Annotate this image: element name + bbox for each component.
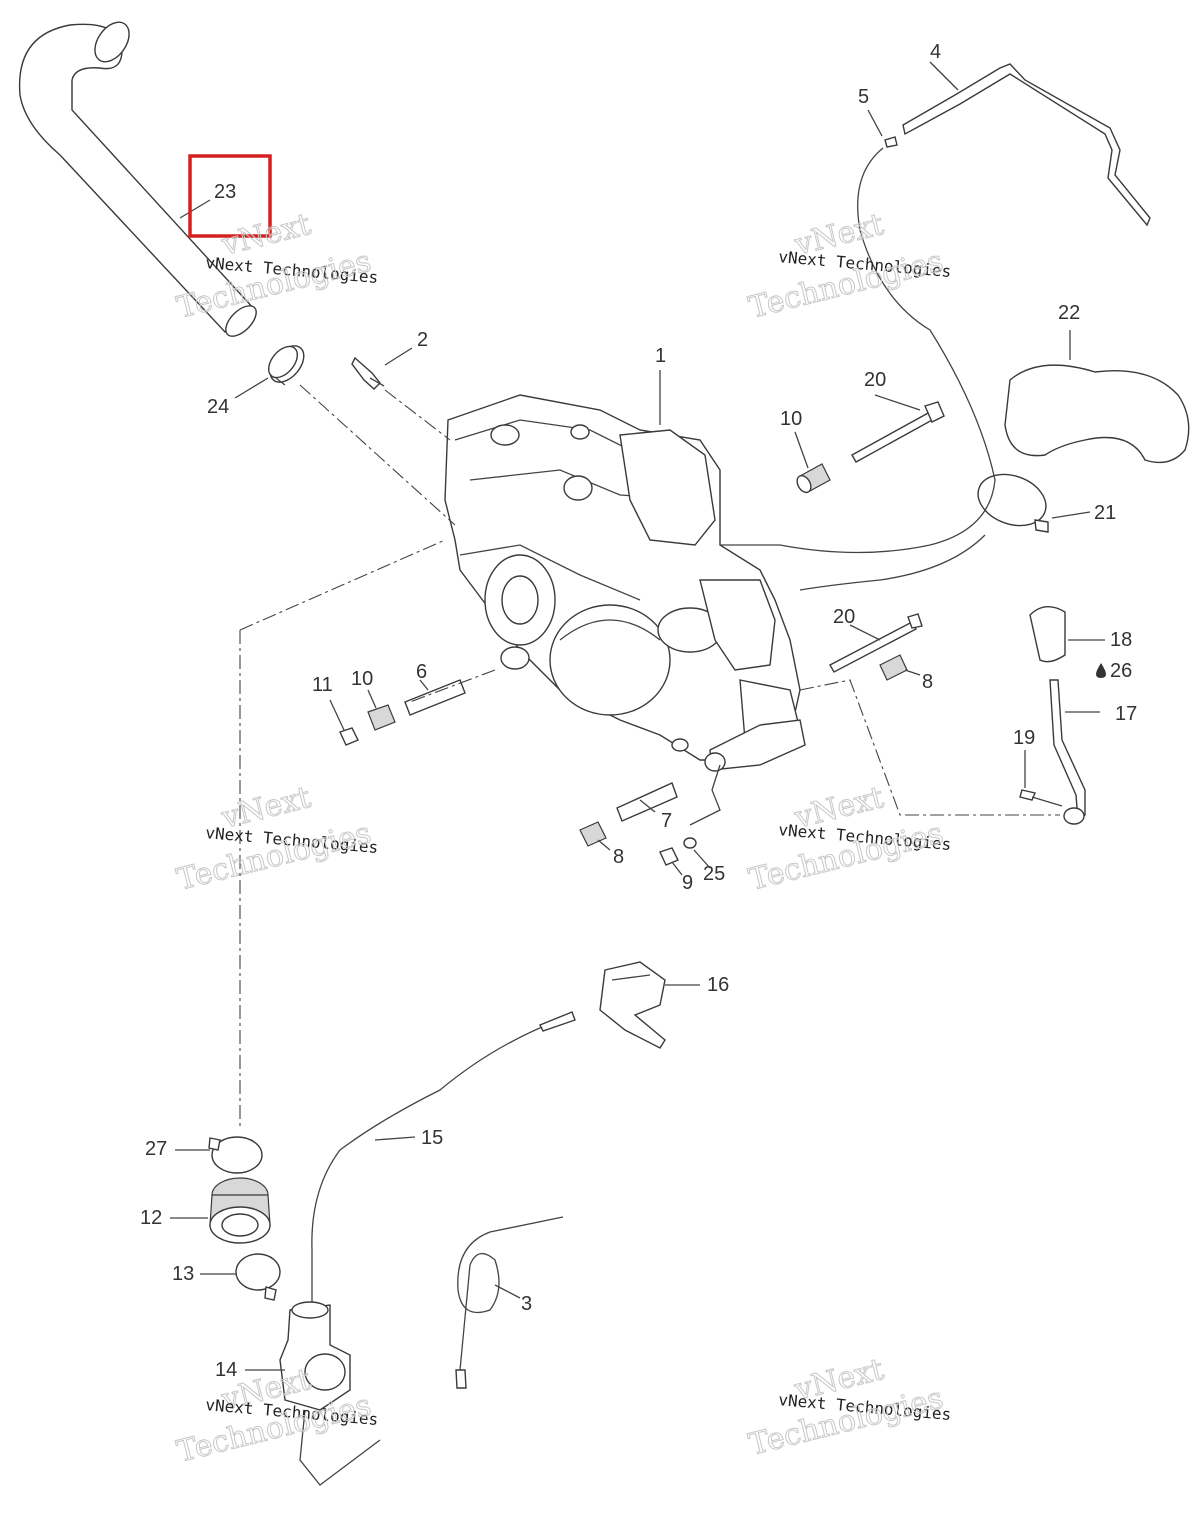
callout-5: 5 [858,86,869,108]
part-16-throttle-housing [599,961,666,1049]
callout-23: 23 [214,181,236,203]
part-9-nut [659,847,679,866]
watermark-top-left: vNext vNext Technologies Technologies [173,207,379,327]
part-10-bushing-left [367,704,396,731]
callout-11: 11 [312,674,333,696]
part-23-intake-tube [18,21,257,337]
callout-24: 24 [207,396,229,418]
part-5-fitting [884,136,898,148]
callout-21: 21 [1094,502,1116,524]
part-27-clamp [208,1136,263,1174]
watermark-bottom-right: vNext vNext Technologies Technologies [745,1352,952,1464]
part-11-nut [339,727,359,746]
part-14-carburetor [279,1301,381,1486]
callout-19: 19 [1013,727,1035,749]
watermark-top-right: vNext vNext Technologies Technologies [745,207,952,327]
part-6-sleeve [404,679,466,716]
callout-10a: 10 [780,408,802,430]
callout-6: 6 [416,661,427,683]
part-20-bolt-upper [851,401,945,463]
callout-2: 2 [417,329,428,351]
part-8-bushing-lower [579,821,607,847]
part-8-bushing-right [879,654,908,681]
callout-26: 26 [1110,660,1132,682]
leader-lines [170,61,1105,1371]
assembly-lines [239,147,1060,1130]
callout-9: 9 [682,872,693,894]
callout-7: 7 [661,810,672,832]
part-18-cap [1029,606,1066,663]
part-3-choke-cable [455,1216,564,1389]
watermark-mid-right: vNext vNext Technologies Technologies [745,780,952,899]
callout-15: 15 [421,1127,443,1149]
callout-labels: 1 2 3 4 5 6 7 8 8 9 10 10 11 12 13 14 15… [140,41,1137,1381]
part-7-sleeve [616,782,678,822]
callout-1: 1 [655,345,666,367]
watermark-mid-left: vNext vNext Technologies Technologies [173,780,379,899]
callout-25: 25 [703,863,725,885]
part-19-bolt [1019,789,1063,807]
oil-drop-icon [1096,663,1106,678]
callout-13: 13 [172,1263,194,1285]
part-12-boot [209,1177,271,1244]
part-10-bushing-upper [796,463,831,494]
callout-4: 4 [930,41,941,63]
part-24-clamp [267,345,305,386]
part-13-clamp [235,1253,281,1301]
callout-8a: 8 [922,671,933,693]
callout-8b: 8 [613,846,624,868]
part-2-spark-plug [351,356,385,390]
part-21-clamp [977,473,1049,533]
callout-17: 17 [1115,703,1137,725]
part-20-bolt-lower [829,613,923,673]
callout-18: 18 [1110,629,1132,651]
part-15-throttle-cable [311,1011,576,1330]
callout-3: 3 [521,1293,532,1315]
callout-14: 14 [215,1359,237,1381]
part-17-hose [1049,679,1086,825]
part-1-engine [444,394,806,772]
callout-20b: 20 [833,606,855,628]
callout-16: 16 [707,974,729,996]
part-4-vent-hose [902,63,1151,227]
callout-22: 22 [1058,302,1080,324]
part-22-air-filter [1004,364,1190,464]
part-25-washer [683,837,697,849]
callout-12: 12 [140,1207,162,1229]
callout-27: 27 [145,1138,167,1160]
highlight-box-23 [188,154,272,238]
callout-10b: 10 [351,668,373,690]
callout-20a: 20 [864,369,886,391]
